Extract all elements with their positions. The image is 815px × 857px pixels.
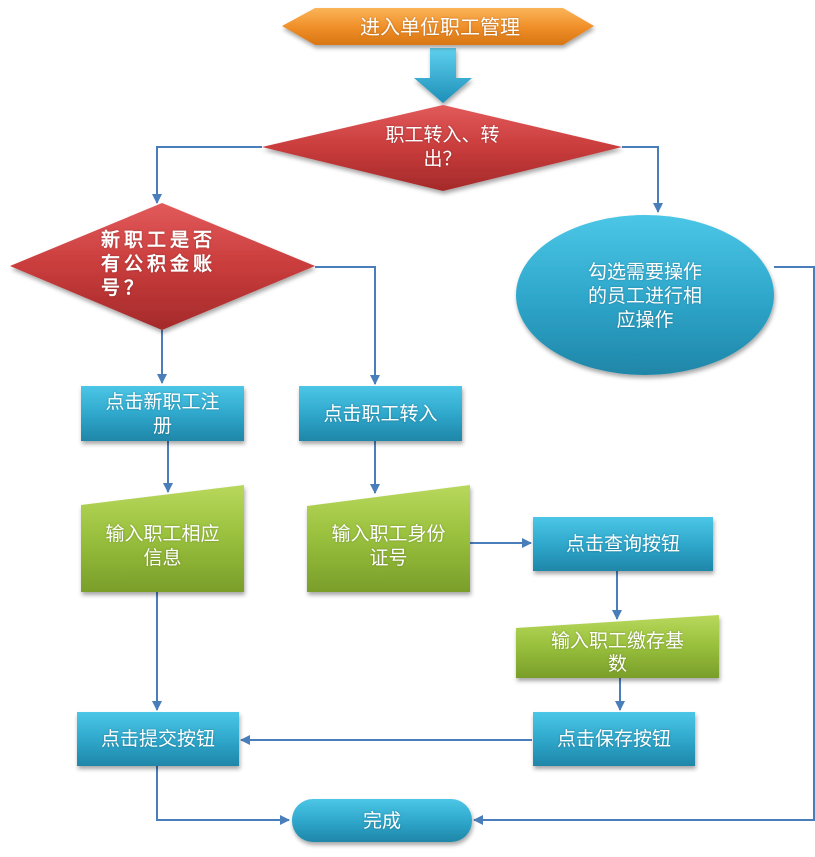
edge-submit-to-finish xyxy=(156,766,290,825)
connectors xyxy=(152,146,815,825)
edge-select-to-finish xyxy=(473,266,815,825)
click-transferin-shape[interactable] xyxy=(299,386,462,441)
click-submit-shape[interactable] xyxy=(77,712,239,766)
click-save-shape[interactable] xyxy=(533,712,695,766)
edge-transfer-to-select xyxy=(622,146,663,213)
start-node-shape[interactable] xyxy=(282,8,594,45)
input-id-shape[interactable] xyxy=(307,485,470,592)
input-info-shape[interactable] xyxy=(81,485,244,592)
edge-transfer-to-account xyxy=(152,146,262,204)
decision-account-shape[interactable] xyxy=(10,203,315,330)
input-base-shape[interactable] xyxy=(516,615,719,678)
finish-shape[interactable] xyxy=(292,799,472,842)
select-employee-shape[interactable] xyxy=(516,215,774,375)
decision-transfer-shape[interactable] xyxy=(262,105,622,191)
down-arrow-icon xyxy=(414,48,472,103)
edge-account-to-transferin xyxy=(315,266,380,385)
click-query-shape[interactable] xyxy=(533,517,713,571)
click-register-shape[interactable] xyxy=(81,386,244,441)
